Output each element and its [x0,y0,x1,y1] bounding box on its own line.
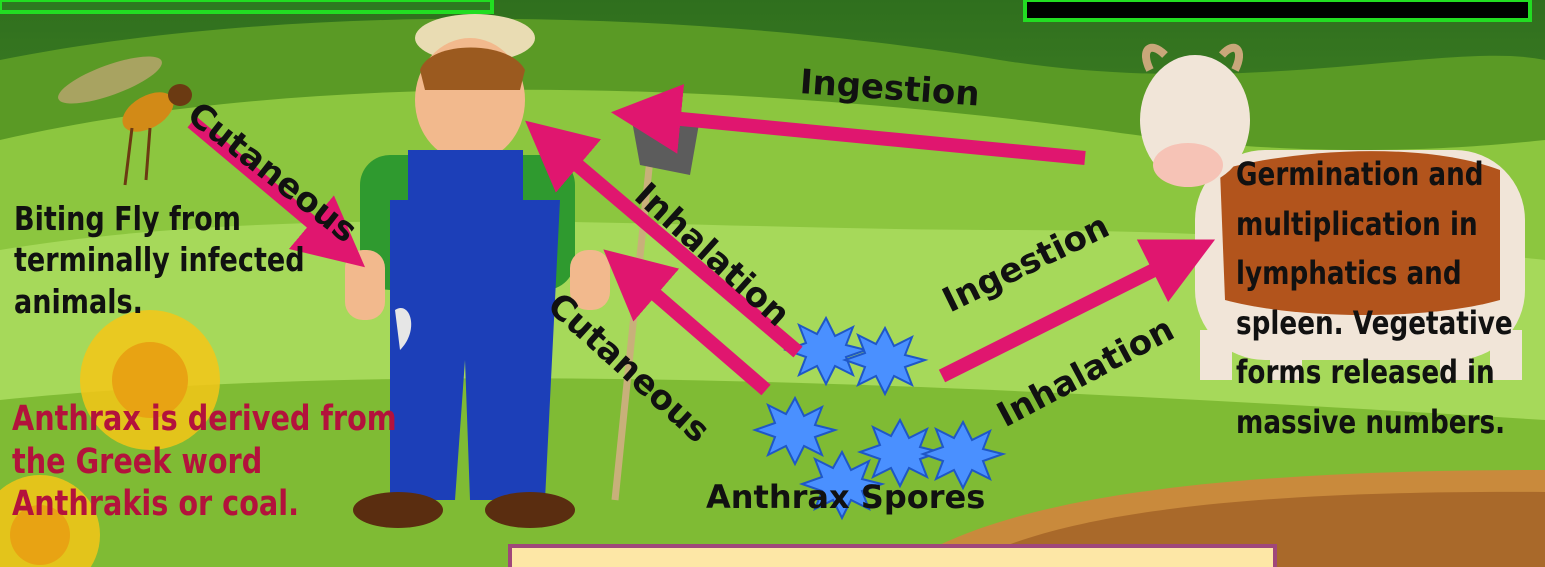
note-biting-fly: Biting Fly from terminally infected anim… [14,198,358,322]
label-anthrax-spores: Anthrax Spores [706,478,985,516]
note-germination: Germination and multiplication in lympha… [1236,150,1539,448]
bottom-panel [510,546,1275,567]
top-left-panel [0,0,492,12]
note-anthrax-derivation: Anthrax is derived from the Greek word A… [12,398,397,526]
top-right-panel [1025,0,1530,20]
